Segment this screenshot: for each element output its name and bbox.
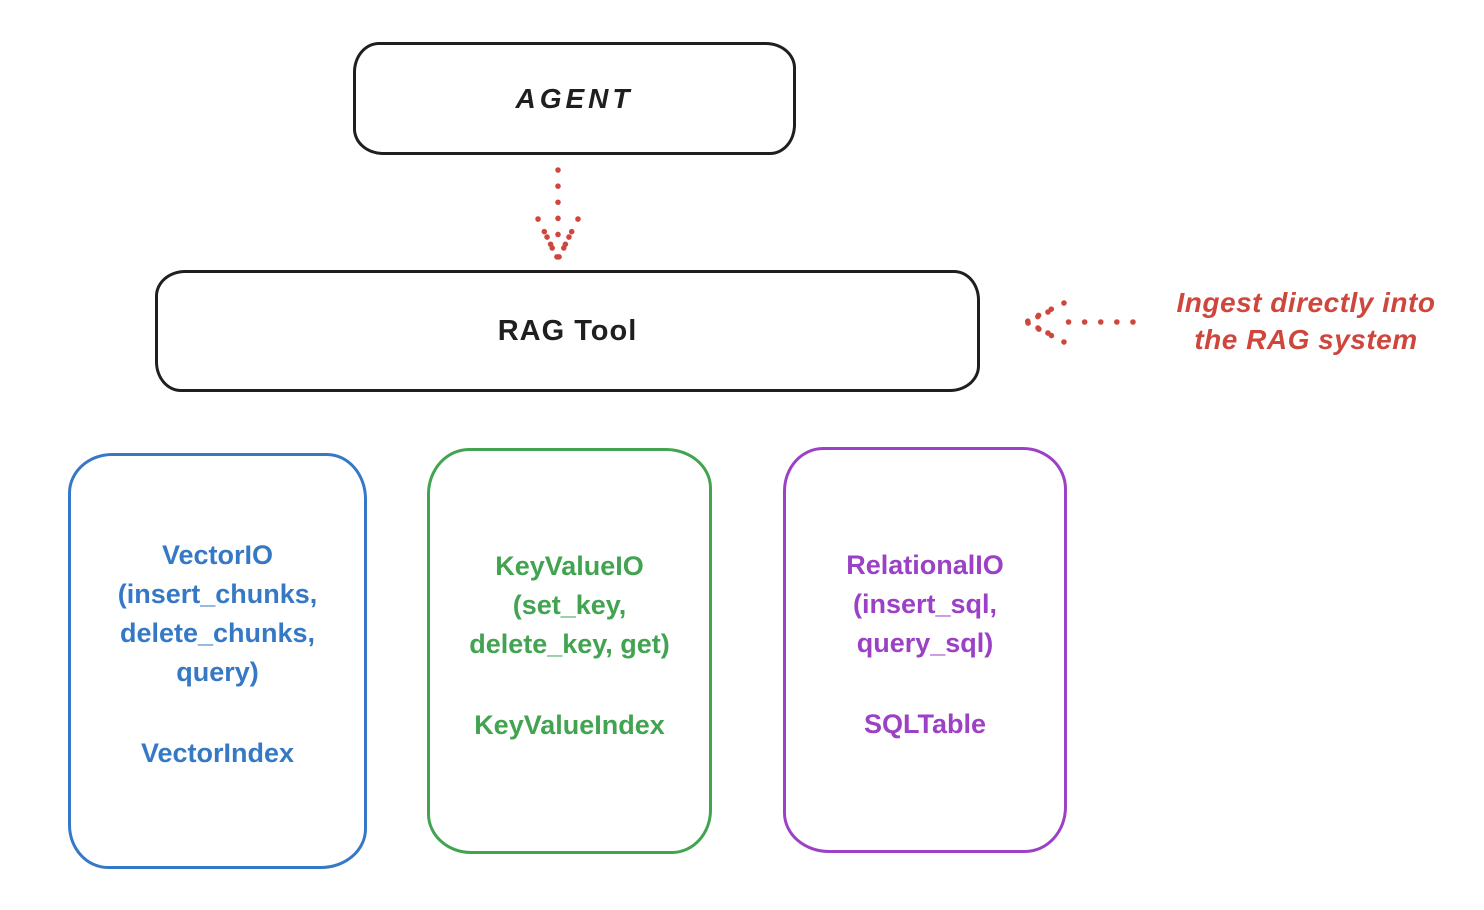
relational-io-title-line: query_sql)	[856, 628, 994, 658]
ingest-annotation-line: Ingest directly into	[1176, 287, 1436, 318]
relational-io-title-line: (insert_sql,	[852, 589, 998, 619]
relational-io-node: RelationalIO (insert_sql, query_sql) SQL…	[783, 447, 1067, 853]
keyvalue-io-index-label: KeyValueIndex	[474, 710, 665, 740]
keyvalue-io-title-line: (set_key,	[512, 590, 627, 620]
agent-to-ragtool-arrow	[535, 167, 581, 261]
ingest-annotation-line: the RAG system	[1194, 324, 1418, 355]
keyvalue-io-title-line: KeyValueIO	[495, 551, 644, 581]
vector-io-title-line: VectorIO	[161, 540, 274, 570]
rag-tool-node-label: RAG Tool	[497, 314, 638, 347]
vector-io-title-line: query)	[176, 657, 259, 687]
ingest-annotation: Ingest directly into the RAG system	[1138, 284, 1474, 358]
annotation-to-ragtool-arrow	[1023, 300, 1136, 345]
relational-io-index-label: SQLTable	[863, 709, 986, 739]
vector-io-title-line: (insert_chunks,	[117, 579, 318, 609]
keyvalue-io-node: KeyValueIO (set_key, delete_key, get) Ke…	[427, 448, 712, 854]
rag-tool-node: RAG Tool	[155, 270, 980, 392]
vector-io-index-label: VectorIndex	[140, 738, 295, 768]
agent-node-label: AGENT	[515, 82, 634, 114]
relational-io-title-line: RelationalIO	[846, 550, 1004, 580]
vector-io-node: VectorIO (insert_chunks, delete_chunks, …	[68, 453, 367, 869]
keyvalue-io-title-line: delete_key, get)	[469, 629, 670, 659]
vector-io-title-line: delete_chunks,	[119, 618, 316, 648]
agent-node: AGENT	[353, 42, 796, 155]
